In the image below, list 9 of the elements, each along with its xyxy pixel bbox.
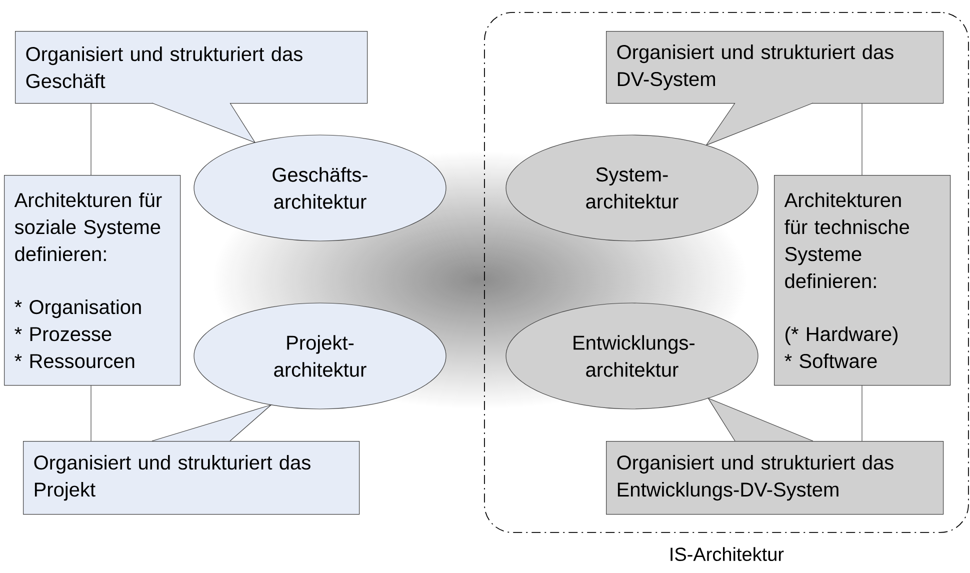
connector-line xyxy=(90,103,92,176)
text-box: Architekturen für soziale Systeme definieren: * Organisation * Prozesse * Ressourcen xyxy=(4,175,181,386)
text-box: Architekturen für technische Systeme definieren: (* Hardware) * Software xyxy=(774,175,951,386)
connector-line xyxy=(90,385,92,442)
group-title: IS-Architektur xyxy=(670,547,784,562)
callout-box: Organisiert und strukturiert das Projekt xyxy=(23,404,360,515)
callout-box: Organisiert und strukturiert das DV-System xyxy=(606,31,944,146)
callout-box: Organisiert und strukturiert das Entwicklungs-DV-System xyxy=(606,398,944,515)
callout-box: Organisiert und strukturiert das Geschäft xyxy=(15,31,368,144)
